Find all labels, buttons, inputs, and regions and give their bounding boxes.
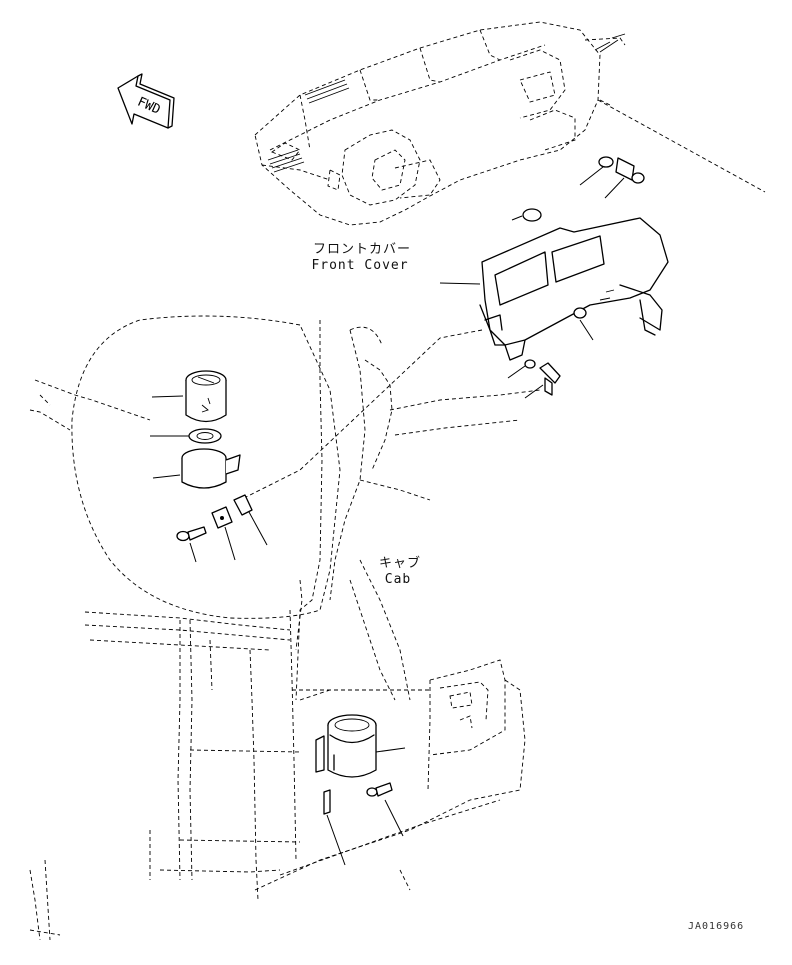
detail-bubble bbox=[29, 315, 341, 619]
front-cover-dashboard bbox=[254, 21, 626, 226]
mounting-bracket bbox=[239, 208, 669, 501]
drawing-code: JA016966 bbox=[688, 921, 745, 932]
installed-cup-holder bbox=[315, 714, 406, 866]
cab-label-jp: キャブ bbox=[378, 556, 421, 571]
bracket-bolt bbox=[507, 359, 561, 399]
fwd-arrow: FWD bbox=[117, 73, 175, 129]
cab-frame bbox=[29, 320, 541, 941]
reference-line-cover bbox=[597, 99, 766, 193]
cab-label-en: Cab bbox=[384, 572, 412, 587]
front-cover-label-jp: フロントカバー bbox=[312, 242, 411, 257]
front-cover-label-en: Front Cover bbox=[311, 258, 409, 273]
switch-part bbox=[579, 156, 645, 199]
